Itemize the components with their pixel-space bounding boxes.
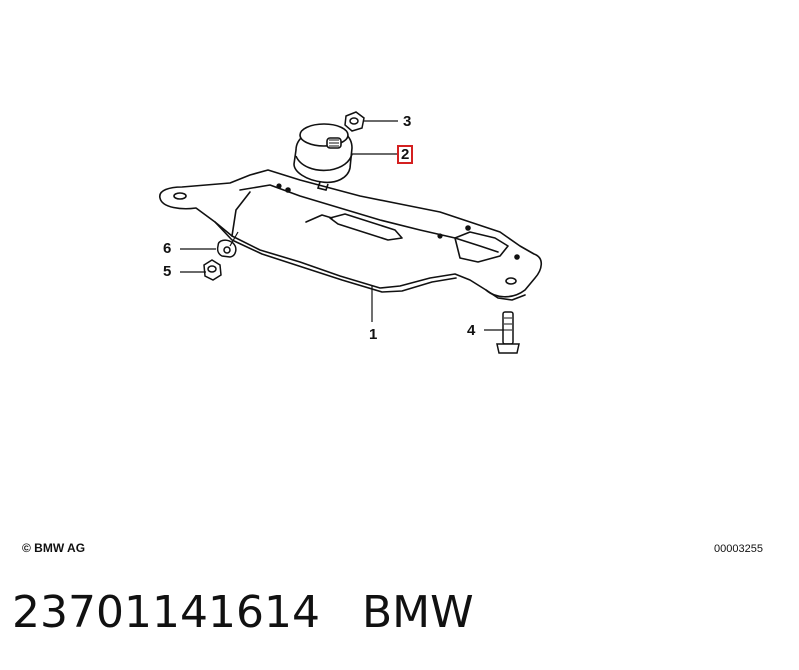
nut-part-3 xyxy=(344,111,365,132)
bolt-part-4 xyxy=(496,311,520,354)
part-number: 23701141614 xyxy=(12,587,320,638)
callout-5[interactable]: 5 xyxy=(163,263,172,280)
callout-1[interactable]: 1 xyxy=(369,326,378,343)
washer-part-6 xyxy=(216,239,237,258)
brand-name: BMW xyxy=(361,587,474,638)
engine-mount-part-2 xyxy=(293,123,353,191)
callout-4[interactable]: 4 xyxy=(467,322,476,339)
callout-2-highlighted[interactable]: 2 xyxy=(396,145,414,164)
nut-part-5 xyxy=(203,259,222,281)
part-caption: 23701141614 BMW xyxy=(12,587,474,638)
callout-3[interactable]: 3 xyxy=(403,113,412,130)
parts-diagram xyxy=(159,111,543,354)
diagram-id: 00003255 xyxy=(714,543,763,555)
copyright-notice: © BMW AG xyxy=(22,541,86,555)
crossmember-part-1 xyxy=(159,169,543,298)
callout-6[interactable]: 6 xyxy=(163,240,172,257)
